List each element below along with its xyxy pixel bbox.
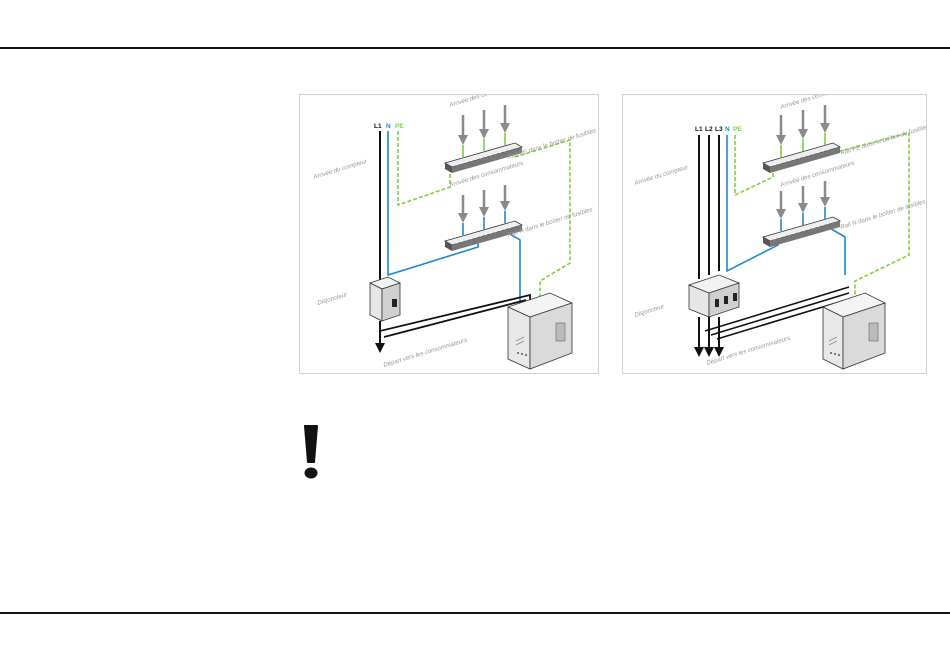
control-device (506, 292, 574, 370)
pe-rail (443, 142, 524, 173)
consumers-feed-top-label: Arrivée des consommateurs (448, 95, 525, 109)
wire-label-l3: L3 (715, 126, 723, 133)
outgoing-label: Départ vers les consommateurs (383, 337, 469, 369)
control-device (821, 292, 887, 370)
wire-label-pe: PE (733, 126, 742, 133)
bottom-rule (0, 612, 950, 614)
three-phase-diagram: L1 L2 L3 N PE Arrivée des consommateurs … (622, 94, 927, 374)
n-rail (443, 220, 524, 251)
consumer-arrows-top (776, 105, 830, 145)
top-rule (0, 47, 950, 49)
wire-label-l2: L2 (705, 126, 713, 133)
breaker (687, 274, 741, 318)
wire-label-l1: L1 (374, 123, 382, 130)
wire-label-n: N (725, 126, 730, 133)
consumers-feed-top-label: Arrivée des consommateurs (779, 95, 856, 111)
meter-feed-label: Arrivée du compteur (633, 164, 690, 188)
meter-feed-label: Arrivée du compteur (312, 158, 369, 182)
wire-label-pe: PE (395, 123, 404, 130)
consumer-arrows-top (458, 105, 510, 145)
pe-rail-label: Rail PE dans le boîtier de fusibles (507, 127, 598, 161)
single-phase-diagram: L1 N PE Arrivée des consommateurs Rail P… (299, 94, 599, 374)
wire-label-n: N (386, 123, 391, 130)
exclamation-icon (296, 424, 326, 480)
n-rail-label: Rail N dans le boîtier de fusibles (840, 198, 926, 231)
breaker (368, 276, 402, 322)
pe-rail-label: Rail PE dans le boîtier de fusibles (840, 123, 926, 157)
n-rail (761, 216, 842, 247)
breaker-label: Disjoncteur (634, 303, 667, 319)
consumer-arrows-mid (776, 181, 830, 219)
consumer-arrows-mid (458, 185, 510, 223)
breaker-label: Disjoncteur (317, 291, 350, 307)
n-rail-label: Rail N dans le boîtier de fusibles (507, 206, 594, 239)
pe-rail (761, 142, 842, 173)
wire-label-l1: L1 (695, 126, 703, 133)
